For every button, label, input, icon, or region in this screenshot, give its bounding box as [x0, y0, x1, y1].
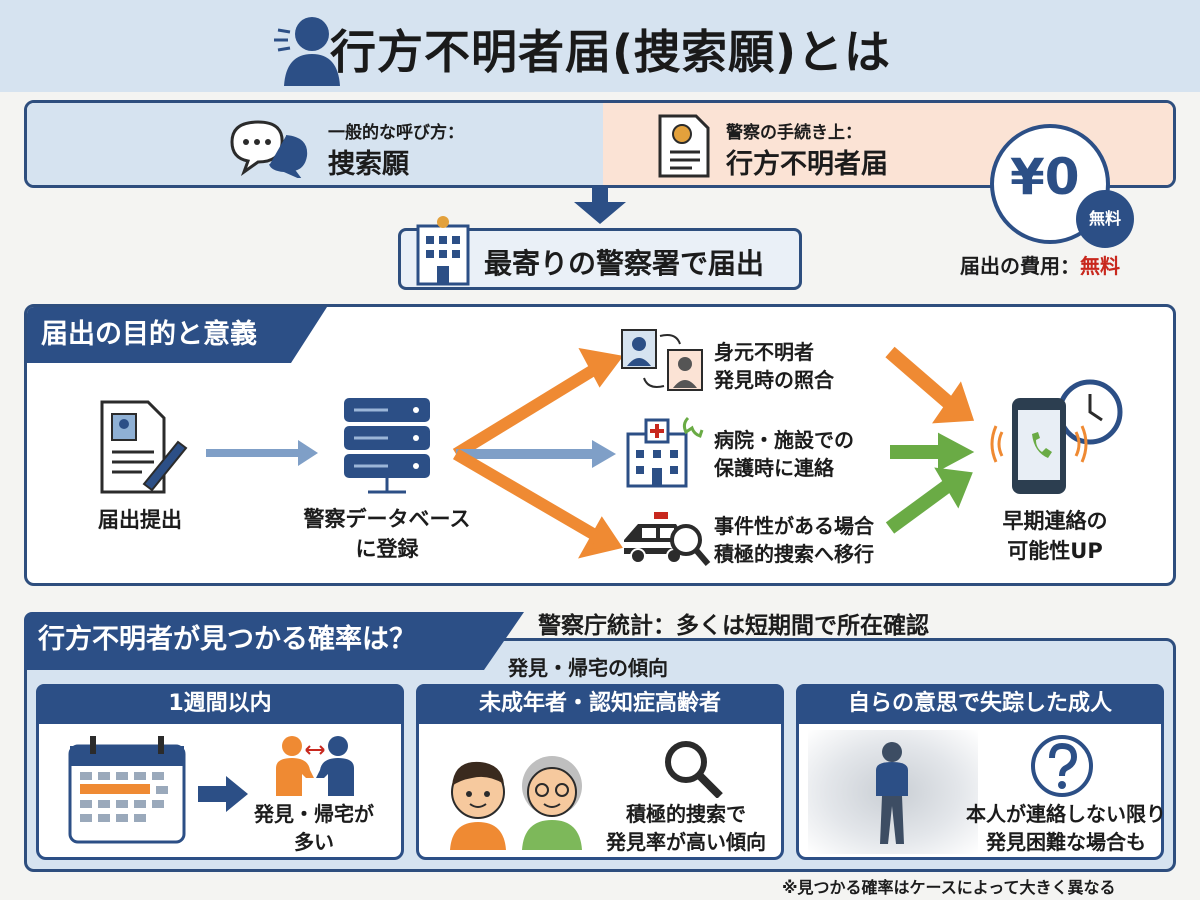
outcome-2-line1: 病院・施設での [714, 428, 854, 452]
reunion-icon [276, 736, 354, 796]
card-minors-elderly-line1: 積極的捜索で [626, 802, 746, 826]
card-one-week-line2: 多い [294, 830, 334, 854]
common-name-label: 一般的な呼び方： [328, 123, 464, 143]
outcome-3-line2: 積極的捜索へ移行 [714, 542, 874, 566]
step-database-line2: に登録 [355, 537, 419, 561]
card-minors-elderly-title: 未成年者・認知症高齢者 [416, 684, 784, 724]
outcome-1-line1: 身元不明者 [714, 340, 814, 364]
down-arrow-icon [574, 186, 626, 224]
outcome-3-line1: 事件性がある場合 [714, 514, 874, 538]
outcome-1: 身元不明者 発見時の照合 [714, 338, 834, 394]
magnifier-icon [665, 741, 723, 798]
result-line1: 早期連絡の [1002, 509, 1108, 533]
form-document-icon [100, 400, 188, 494]
outcome-1-line2: 発見時の照合 [714, 368, 834, 392]
card-one-week-title: 1週間以内 [36, 684, 404, 724]
police-document-icon [658, 114, 710, 178]
stats-note: 警察庁統計：多くは短期間で所在確認 [538, 613, 929, 639]
fee-label: 届出の費用： [960, 254, 1080, 278]
common-name-value: 捜索願 [328, 149, 409, 180]
title-band [0, 0, 1200, 92]
submit-place-text: 最寄りの警察署で届出 [484, 247, 765, 280]
page-title: 行方不明者届(捜索願)とは [330, 25, 892, 79]
fee-label-row: 届出の費用：無料 [960, 250, 1120, 279]
question-bubble-icon [1031, 735, 1093, 797]
probability-heading: 行方不明者が見つかる確率は？ [24, 612, 524, 670]
calendar-icon [68, 736, 186, 844]
police-station-icon [416, 216, 470, 286]
step-database: 警察データベース に登録 [282, 504, 492, 564]
outcome-3: 事件性がある場合 積極的捜索へ移行 [714, 512, 874, 568]
step-submit: 届出提出 [98, 508, 182, 532]
person-silhouette-icon [274, 17, 340, 86]
police-car-search-icon [624, 512, 711, 566]
purpose-heading: 届出の目的と意義 [27, 307, 327, 363]
identity-match-icon [621, 329, 703, 391]
child-elderly-icon [450, 756, 582, 850]
outcome-2-line2: 保護時に連絡 [714, 456, 834, 480]
card-voluntary-adult-text: 本人が連絡しない限り 発見困難な場合も [960, 800, 1172, 856]
arrow-right-small-icon [198, 776, 248, 812]
fee-amount: ¥0 [1010, 148, 1080, 206]
fee-value: 無料 [1080, 254, 1120, 278]
database-server-icon [344, 398, 430, 494]
result-line2: 可能性UP [1007, 539, 1103, 563]
card-minors-elderly-line2: 発見率が高い傾向 [606, 830, 766, 854]
card-one-week-text: 発見・帰宅が 多い [244, 800, 384, 856]
footnote: ※見つかる確率はケースによって大きく異なる [782, 878, 1116, 897]
card-voluntary-adult-line1: 本人が連絡しない限り [966, 802, 1166, 826]
police-name-label: 警察の手続き上： [726, 123, 862, 143]
trend-label: 発見・帰宅の傾向 [508, 656, 668, 680]
step-database-line1: 警察データベース [303, 507, 471, 531]
card-one-week-line1: 発見・帰宅が [254, 802, 374, 826]
free-badge: 無料 [1076, 190, 1134, 248]
speech-bubble-icon [230, 120, 308, 178]
walking-adult-icon [876, 742, 908, 844]
common-name-panel [27, 103, 603, 185]
hospital-icon [626, 416, 704, 488]
card-minors-elderly-text: 積極的捜索で 発見率が高い傾向 [596, 800, 776, 856]
result-early-contact: 早期連絡の 可能性UP [980, 506, 1130, 566]
card-voluntary-adult-line2: 発見困難な場合も [986, 830, 1146, 854]
phone-clock-icon [990, 379, 1123, 494]
police-name-value: 行方不明者届 [726, 149, 888, 180]
card-voluntary-adult-title: 自らの意思で失踪した成人 [796, 684, 1164, 724]
flow-arrows [452, 346, 975, 559]
outcome-2: 病院・施設での 保護時に連絡 [714, 426, 854, 482]
arrow-right-icon [206, 440, 318, 466]
